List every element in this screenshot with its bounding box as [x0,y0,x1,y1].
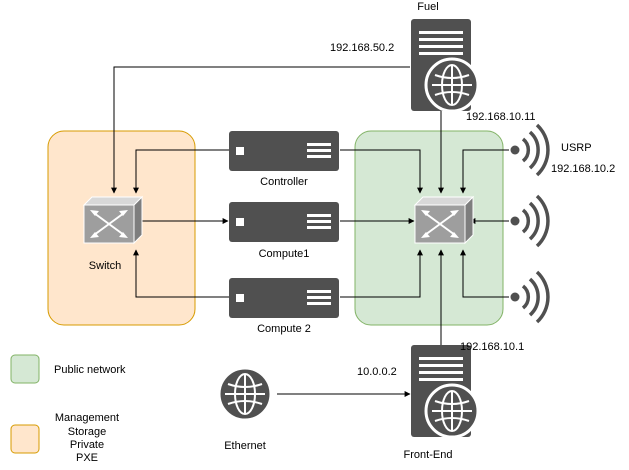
switch-label: Switch [89,260,121,272]
front-end-ip-left: 10.0.0.2 [357,366,397,378]
compute1-server-icon [229,202,339,242]
legend-management-line: Management [55,412,119,424]
compute2-label: Compute 2 [257,323,311,335]
edge-compute2-publicswitch [340,249,423,298]
front-end-ip-top: 192.168.10.1 [460,341,524,353]
legend-pxe-line: PXE [76,452,98,464]
public-switch-icon [414,196,474,244]
edge-controller-publicswitch [340,149,423,194]
connections [111,66,509,397]
fuel-ip-top: 192.168.50.2 [330,42,394,54]
antenna-icon [508,270,550,324]
front-end-label: Front-End [404,449,453,461]
legend-public-swatch [10,354,40,384]
front-end-globe-icon [424,383,480,439]
usrp-label: USRP [561,142,592,154]
edge-controller-switch [133,149,229,194]
legend-private-line: Private [70,439,104,451]
edge-fuel-switch [111,66,410,194]
legend-management-swatch [10,424,40,454]
compute1-label: Compute1 [259,248,310,260]
usrp-ip: 192.168.10.2 [551,163,615,175]
fuel-ip-bottom: 192.168.10.11 [466,111,536,123]
usrp-antenna-icon [508,123,550,177]
legend-storage-line: Storage [68,426,107,438]
antenna-icon [508,194,550,248]
legend-public-label: Public network [54,364,126,376]
controller-label: Controller [260,176,308,188]
fuel-globe-icon [424,57,480,113]
switch-icon [83,196,143,244]
edge-wave3-publicswitch [460,249,509,298]
ethernet-globe-icon [217,366,273,422]
fuel-label: Fuel [417,1,438,13]
edge-compute2-switch [133,249,229,298]
controller-server-icon [229,131,339,171]
edge-usrp-publicswitch [460,149,509,194]
compute2-server-icon [229,278,339,318]
ethernet-label: Ethernet [224,440,266,452]
